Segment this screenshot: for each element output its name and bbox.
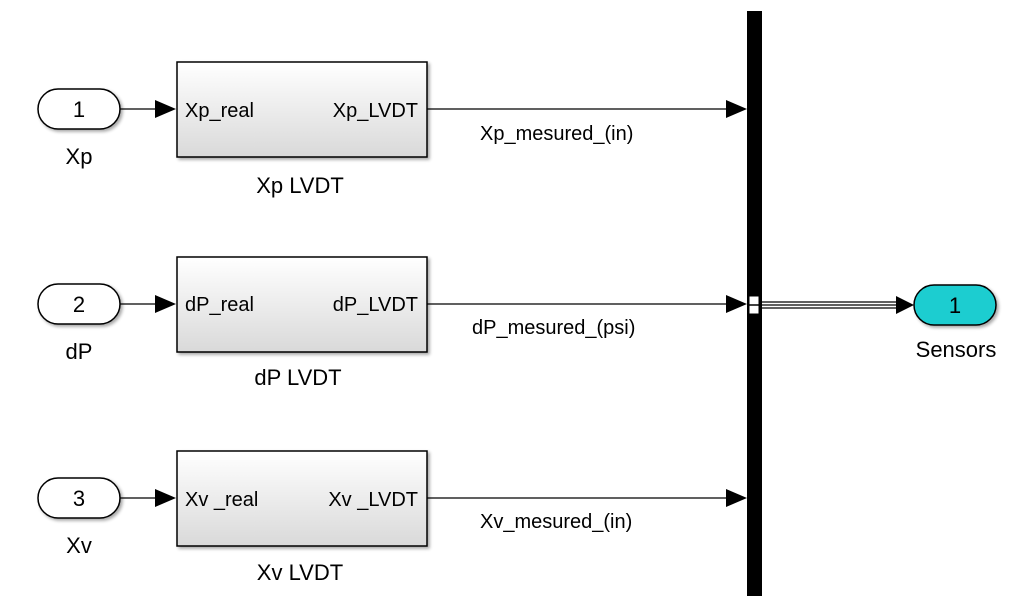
inport-number-3: 3 [73, 486, 85, 511]
subsystem-block-2[interactable]: dP_real dP_LVDT [176, 256, 428, 353]
subsystem-inport-label-1: Xp_real [185, 100, 254, 122]
arrowhead [726, 489, 747, 507]
arrowhead [155, 489, 176, 507]
outport-number: 1 [949, 293, 961, 318]
subsystem-block-3[interactable]: Xv _real Xv _LVDT [176, 450, 428, 547]
signal-line-in-1[interactable] [120, 100, 176, 118]
arrowhead [155, 100, 176, 118]
inport-block-1[interactable]: 1 [37, 88, 121, 130]
inport-label-2: dP [66, 339, 93, 364]
subsystem-block-1[interactable]: Xp_real Xp_LVDT [176, 61, 428, 158]
signal-line-out-3[interactable] [427, 489, 747, 507]
subsystem-name-3: Xv LVDT [257, 560, 343, 585]
signal-line-in-3[interactable] [120, 489, 176, 507]
arrowhead [155, 295, 176, 313]
inport-label-3: Xv [66, 533, 92, 558]
subsystem-outport-label-3: Xv _LVDT [328, 489, 418, 511]
outport-label: Sensors [916, 337, 997, 362]
inport-number-2: 2 [73, 292, 85, 317]
signal-line-in-2[interactable] [120, 295, 176, 313]
inport-block-3[interactable]: 3 [37, 477, 121, 519]
subsystem-outport-label-2: dP_LVDT [333, 294, 418, 316]
signal-line-out-1[interactable] [427, 100, 747, 118]
signal-line-out-2[interactable] [427, 295, 747, 313]
subsystem-inport-label-3: Xv _real [185, 489, 258, 511]
inport-label-1: Xp [66, 144, 93, 169]
arrowhead [726, 100, 747, 118]
inport-block-2[interactable]: 2 [37, 283, 121, 325]
subsystem-name-2: dP LVDT [254, 365, 341, 390]
bus-signal-line[interactable] [762, 296, 914, 314]
signal-label-3: Xv_mesured_(in) [480, 511, 632, 533]
mux-block[interactable] [747, 11, 762, 596]
arrowhead [726, 295, 747, 313]
signal-label-1: Xp_mesured_(in) [480, 123, 633, 145]
inport-number-1: 1 [73, 97, 85, 122]
subsystem-outport-label-1: Xp_LVDT [333, 100, 418, 122]
subsystem-name-1: Xp LVDT [256, 173, 344, 198]
outport-block-1[interactable]: 1 [913, 284, 997, 326]
subsystem-inport-label-2: dP_real [185, 294, 254, 316]
signal-label-2: dP_mesured_(psi) [472, 317, 635, 339]
arrowhead [896, 296, 914, 314]
